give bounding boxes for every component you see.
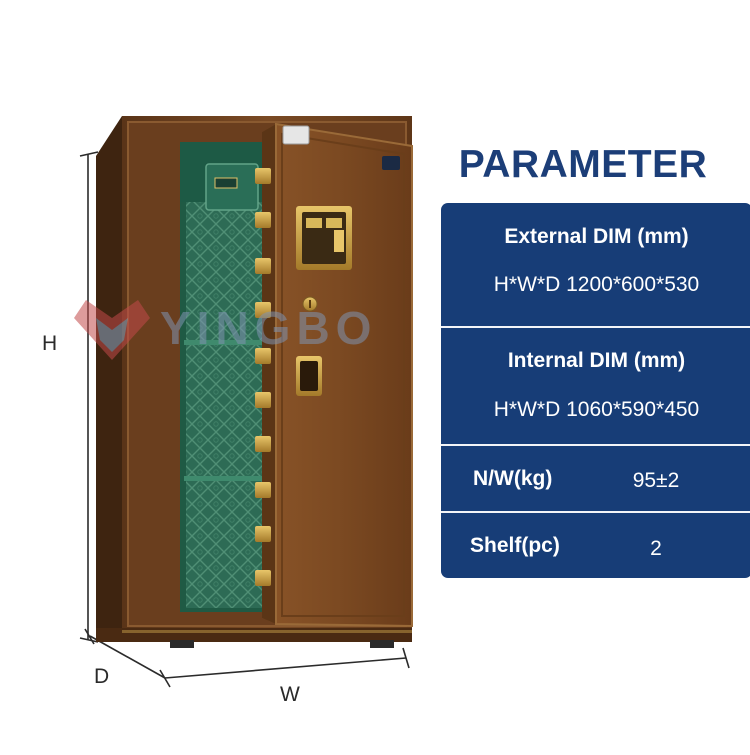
divider (441, 511, 750, 513)
internal-dim-label: Internal DIM (mm) (507, 349, 686, 372)
dimension-lines (79, 151, 410, 688)
net-weight-value: 95±2 (632, 469, 680, 492)
parameter-title: PARAMETER (458, 143, 708, 186)
divider (441, 444, 750, 446)
watermark-text: YINGBO (160, 302, 377, 354)
safe-door (255, 122, 413, 628)
locking-bolts (255, 168, 271, 586)
parameter-panel: External DIM (mm) H*W*D 1200*600*530 Int… (441, 203, 750, 578)
net-weight-label: N/W(kg) (473, 467, 553, 490)
internal-dim-value: H*W*D 1060*590*450 (493, 398, 700, 421)
width-label: W (280, 683, 300, 706)
external-dim-value: H*W*D 1200*600*530 (493, 273, 700, 296)
watermark: YINGBO (74, 300, 377, 360)
divider (441, 326, 750, 328)
shelf-value: 2 (650, 537, 662, 560)
shelf-label: Shelf(pc) (470, 534, 560, 557)
depth-label: D (94, 665, 110, 688)
external-dim-label: External DIM (mm) (504, 225, 689, 248)
height-label: H (42, 332, 58, 355)
